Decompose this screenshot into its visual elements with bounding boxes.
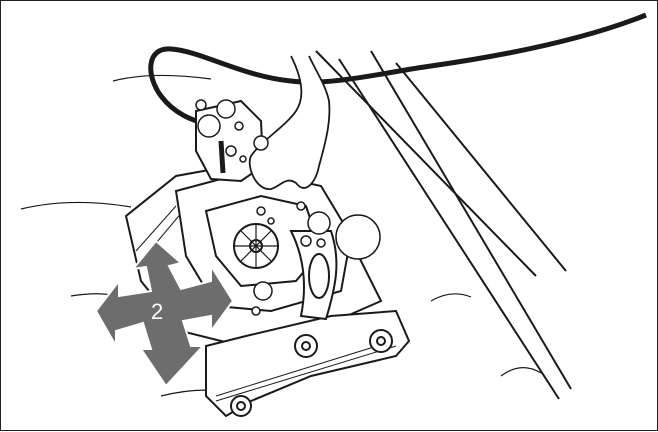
step-number: 2 — [151, 299, 163, 324]
